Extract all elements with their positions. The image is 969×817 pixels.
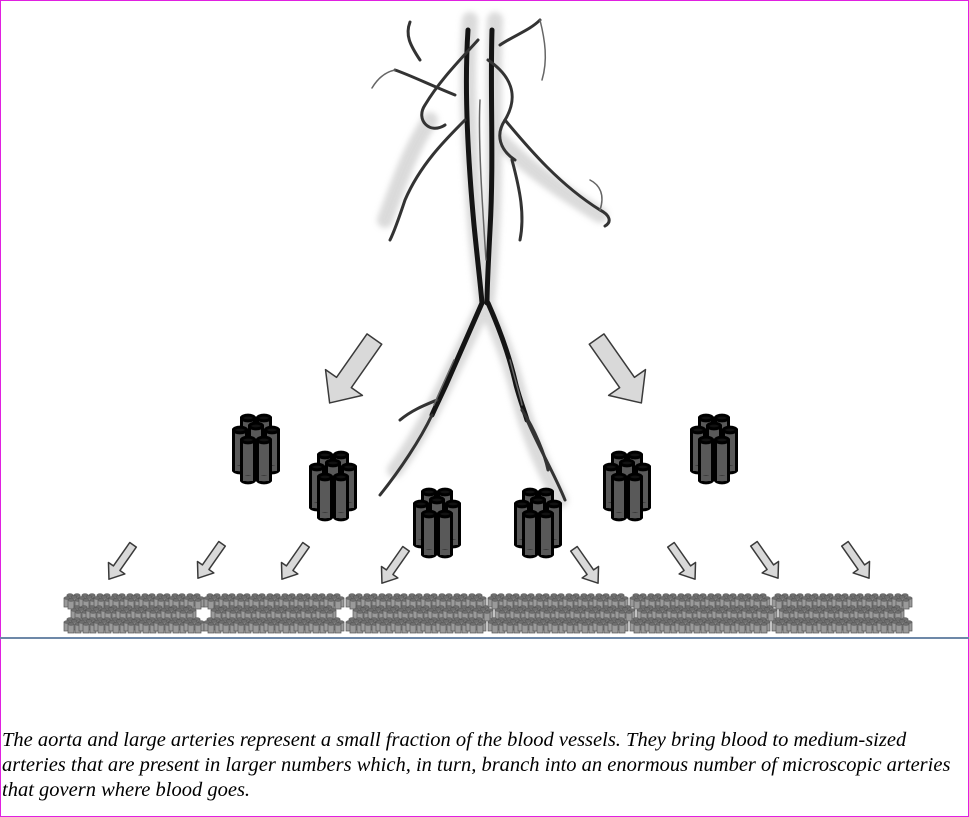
microscopic-artery-cluster [629,593,778,634]
small-arrow [380,545,411,584]
small-arrow [569,545,600,584]
small-arrow [107,541,138,580]
large-arrow-right [588,333,647,404]
medium-artery-bundle [309,450,357,522]
small-arrow [196,540,227,579]
medium-artery-bundle [232,413,280,485]
baseline-rule [0,637,969,639]
medium-artery-bundle [413,487,461,559]
small-arrow [840,540,871,579]
figure-caption: The aorta and large arteries represent a… [2,729,951,801]
aorta-angiogram [371,12,611,508]
microscopic-artery-cluster [345,593,494,634]
small-arrow [666,541,697,580]
medium-artery-bundle [603,450,651,522]
small-arrow [280,541,311,580]
microscopic-artery-cluster [487,593,636,634]
microscopic-artery-cluster [771,593,913,634]
microscopic-artery-cluster [203,593,345,634]
large-arrow-left [324,333,383,404]
small-arrow [749,540,780,579]
medium-artery-bundle [514,487,562,559]
microscopic-artery-cluster [63,593,205,634]
medium-artery-bundle [690,413,738,485]
